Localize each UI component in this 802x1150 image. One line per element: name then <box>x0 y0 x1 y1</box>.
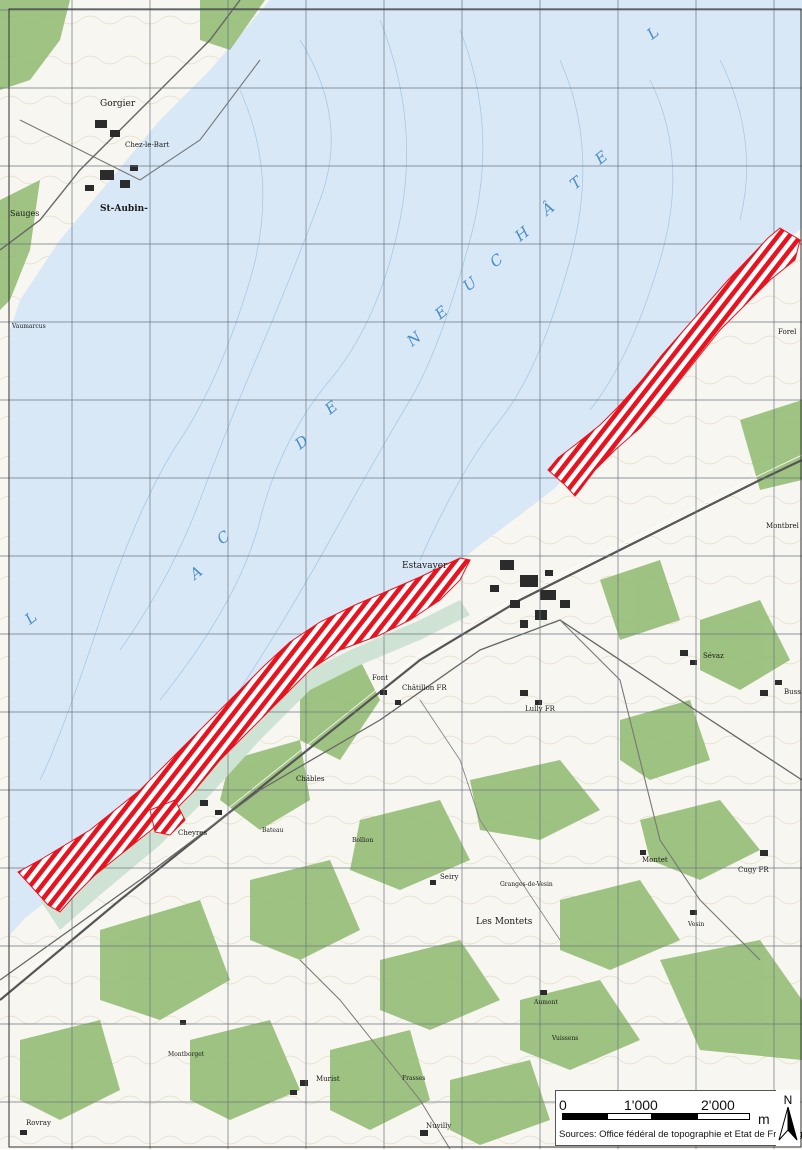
map-frame <box>8 8 802 1148</box>
place-label-cheyres-bateau: Bateau <box>262 827 284 834</box>
place-label-nuvilly: Nuvilly <box>426 1122 451 1130</box>
place-label-seiry: Seiry <box>440 873 459 881</box>
place-label-estavayer: Estavayer <box>402 561 448 571</box>
north-arrow-label: N <box>784 1093 793 1107</box>
place-label-forel: Forel <box>778 328 797 336</box>
scale-unit: m <box>758 1111 770 1127</box>
place-label-les-montets: Les Montets <box>476 917 533 927</box>
place-label-vaumarcus: Vaumarcus <box>11 323 46 330</box>
scale-bar-segment-2 <box>607 1113 652 1120</box>
place-label-aumont: Aumont <box>533 999 558 1006</box>
shore-wetland <box>40 600 470 930</box>
place-label-montborget: Montborget <box>168 1051 205 1058</box>
protected-zone-north[interactable] <box>547 227 801 497</box>
scale-bar: 0 1'000 2'000 m Sources: Office fédéral … <box>555 1090 802 1146</box>
place-label-cugy: Cugy FR <box>738 866 769 874</box>
place-label-granges: Granges-de-Vesin <box>500 881 553 888</box>
place-label-murist: Murist <box>316 1075 340 1083</box>
scale-tick-2000: 2'000 <box>701 1097 735 1113</box>
place-label-sevaz: Sévaz <box>703 652 724 660</box>
place-label-vuissens: Vuissens <box>551 1035 578 1042</box>
place-label-chables: Châbles <box>296 775 325 783</box>
protected-zone-inlet[interactable] <box>149 799 186 836</box>
protected-zone-south[interactable] <box>17 557 471 913</box>
place-label-frasses: Frasses <box>402 1075 425 1082</box>
place-label-bollion: Bollion <box>352 837 373 844</box>
north-arrow-icon: N <box>776 1090 800 1146</box>
place-label-bussy: Buss <box>784 688 801 696</box>
place-label-lully: Lully FR <box>525 705 556 713</box>
place-label-chez-le-bart: Chez-le-Bart <box>125 141 169 149</box>
place-label-montbrelloz: Montbrel <box>766 522 800 530</box>
settlements <box>20 120 782 1136</box>
place-label-montet: Montet <box>642 856 668 864</box>
place-label-chatillon: Châtillon FR <box>402 684 447 692</box>
place-label-font: Font <box>372 674 388 682</box>
place-label-gorgier: Gorgier <box>100 99 136 109</box>
place-label-cheyres: Cheyres <box>178 829 207 837</box>
scale-bar-segment-4 <box>697 1113 750 1120</box>
map-source-credit: Sources: Office fédéral de topographie e… <box>559 1129 802 1140</box>
place-label-rovray: Rovray <box>26 1119 51 1127</box>
scale-tick-1000: 1'000 <box>624 1097 658 1113</box>
scale-bar-segment-3 <box>652 1113 697 1120</box>
lake-neuchatel <box>10 0 802 935</box>
north-arrow: N <box>776 1090 800 1146</box>
place-label-st-aubin: St-Aubin- <box>100 204 148 214</box>
place-label-vesin: Vesin <box>687 921 704 928</box>
scale-bar-segment-1 <box>562 1113 607 1120</box>
place-label-sauges: Sauges <box>10 209 39 218</box>
place-labels: Gorgier Chez-le-Bart St-Aubin- Sauges Va… <box>10 99 801 1130</box>
scale-tick-0: 0 <box>559 1097 567 1113</box>
